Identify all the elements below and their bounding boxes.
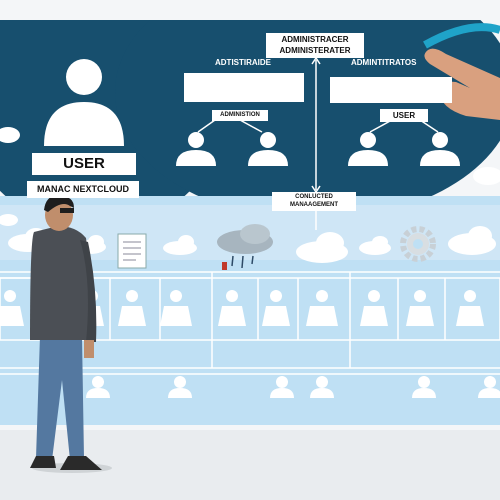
admin-tab-left: ADTISTIRAIDE: [215, 58, 271, 67]
role-user-label: USER: [380, 109, 428, 122]
document-icon: [117, 233, 147, 269]
management-label: CONLUCTED MANAAGEMENT: [272, 192, 356, 211]
role-admin-label: ADMINISTION: [212, 110, 268, 121]
app-label: MANAC NEXTCLOUD: [27, 181, 139, 198]
admin-heading-line-2: ADMINISTERATER: [279, 46, 351, 55]
management-label-line-2: MANAAGEMENT: [290, 202, 338, 208]
admin-tab-right: ADMINTITRATOS: [351, 58, 417, 67]
admin-heading-line-1: ADMINISTRACER: [281, 35, 349, 44]
accent-arc: [423, 23, 500, 49]
admin-heading-box: ADMINISTRACER ADMINISTERATER: [266, 33, 364, 58]
admin-box-left: [184, 73, 304, 102]
gear-icon: [400, 226, 436, 262]
rain-cloud-icon: [217, 224, 273, 270]
user-silhouette-icon: [176, 132, 460, 166]
management-label-line-1: CONLUCTED: [295, 194, 333, 200]
connector-arrows: [197, 56, 439, 230]
person-figure: [30, 195, 112, 473]
org-user-icons: [0, 290, 500, 398]
cloud-icon: [0, 127, 500, 263]
user-label: USER: [32, 153, 136, 175]
admin-box-right: [330, 77, 452, 103]
user-avatar-icon: [44, 59, 124, 146]
